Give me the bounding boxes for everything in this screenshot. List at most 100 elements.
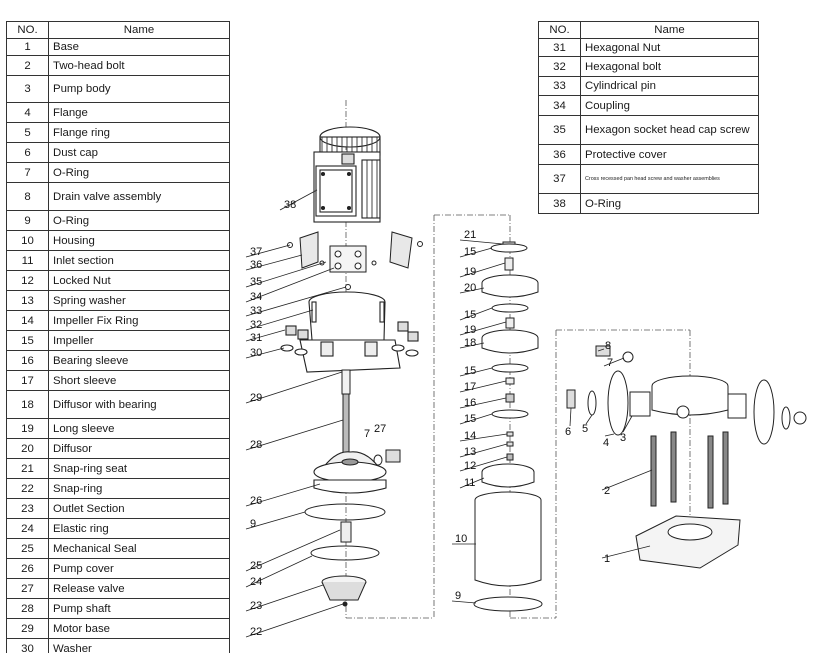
part-number: 2: [6, 55, 49, 76]
callout-19b: 19: [464, 324, 476, 336]
part-number: 36: [538, 144, 581, 165]
callout-33: 33: [250, 305, 262, 317]
part-name: Flange: [48, 102, 230, 123]
column-header-no: NO.: [6, 21, 49, 39]
part-number: 1: [6, 38, 49, 56]
part-number: 13: [6, 290, 49, 311]
callout-12: 12: [464, 460, 476, 472]
callout-15d: 15: [464, 413, 476, 425]
part-name: Release valve: [48, 578, 230, 599]
callout-10: 10: [455, 533, 467, 545]
part-name: O-Ring: [580, 193, 759, 214]
lower-parts-column: [304, 503, 386, 607]
part-name: Impeller Fix Ring: [48, 310, 230, 331]
callout-34: 34: [250, 291, 262, 303]
part-number: 12: [6, 270, 49, 291]
part-number: 37: [538, 164, 581, 194]
pump-body-group: [566, 345, 807, 569]
part-name: Mechanical Seal: [48, 538, 230, 559]
release-valve: [373, 449, 401, 466]
callout-7b: 7: [607, 357, 613, 369]
callout-8: 8: [605, 340, 611, 352]
part-name: Outlet Section: [48, 498, 230, 519]
part-number: 27: [6, 578, 49, 599]
pump-cover: [313, 451, 387, 494]
callout-15a: 15: [464, 246, 476, 258]
callout-1: 1: [604, 553, 610, 565]
part-name: Inlet section: [48, 250, 230, 271]
part-name: Diffusor with bearing: [48, 390, 230, 419]
callout-21: 21: [464, 229, 476, 241]
motor-base: [280, 291, 419, 373]
table-header-row: NO. Name: [538, 21, 759, 39]
callout-9b: 9: [455, 590, 461, 602]
callout-16: 16: [464, 397, 476, 409]
part-number: 16: [6, 350, 49, 371]
callout-15c: 15: [464, 365, 476, 377]
callout-6: 6: [565, 426, 571, 438]
part-number: 38: [538, 193, 581, 214]
part-number: 3: [6, 75, 49, 103]
part-number: 8: [6, 182, 49, 211]
part-name: Flange ring: [48, 122, 230, 143]
part-number: 19: [6, 418, 49, 439]
callout-35: 35: [250, 276, 262, 288]
part-name: Short sleeve: [48, 370, 230, 391]
pump-shaft: [341, 369, 351, 457]
part-name: Cross recessed pan head screw and washer…: [580, 164, 759, 194]
part-number: 26: [6, 558, 49, 579]
part-number: 33: [538, 76, 581, 96]
part-number: 31: [538, 38, 581, 57]
callout-27: 27: [374, 423, 386, 435]
column-header-no: NO.: [538, 21, 581, 39]
part-name: Coupling: [580, 95, 759, 116]
part-name: Locked Nut: [48, 270, 230, 291]
column-header-name: Name: [48, 21, 230, 39]
part-name: Washer: [48, 638, 230, 653]
callout-24: 24: [250, 576, 262, 588]
part-number: 35: [538, 115, 581, 145]
callout-20: 20: [464, 282, 476, 294]
part-name: O-Ring: [48, 162, 230, 183]
callout-17: 17: [464, 381, 476, 393]
callout-11: 11: [464, 477, 475, 489]
part-number: 7: [6, 162, 49, 183]
motor: [313, 126, 381, 223]
part-number: 15: [6, 330, 49, 351]
callout-15b: 15: [464, 309, 476, 321]
callout-labels: 38 37 36 35 34 33 32 31 30 29 28 27 7 26…: [250, 199, 626, 638]
part-name: Hexagon socket head cap screw: [580, 115, 759, 145]
callout-36: 36: [250, 259, 262, 271]
leader-lines: [245, 189, 653, 638]
part-name: Two-head bolt: [48, 55, 230, 76]
part-name: Base: [48, 38, 230, 56]
part-name: O-Ring: [48, 210, 230, 231]
part-name: Protective cover: [580, 144, 759, 165]
callout-4: 4: [603, 437, 609, 449]
part-number: 28: [6, 598, 49, 619]
part-name: Housing: [48, 230, 230, 251]
part-number: 10: [6, 230, 49, 251]
part-name: Cylindrical pin: [580, 76, 759, 96]
callout-19a: 19: [464, 266, 476, 278]
